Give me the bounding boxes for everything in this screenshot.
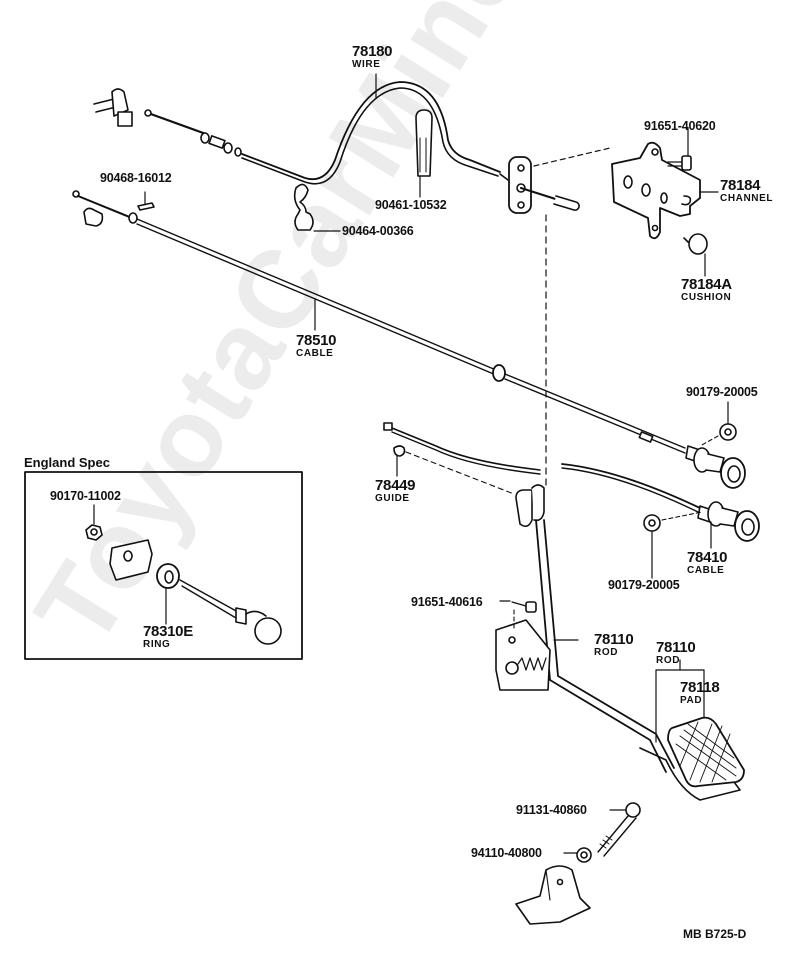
- callout-cable-lower: 78410 CABLE: [687, 549, 728, 576]
- part-number: 78310E: [143, 623, 193, 640]
- part-number: 78118: [680, 679, 720, 696]
- part-number: 78180: [352, 43, 393, 60]
- callout-rod-mid: 78110 ROD: [594, 631, 634, 658]
- channel-78184: [533, 127, 719, 240]
- part-name: RING: [143, 639, 171, 650]
- cushion-78184A: [683, 233, 708, 277]
- pad-78118: [639, 659, 745, 801]
- callout-ring: 78310E RING: [143, 624, 193, 650]
- callout-rod-right: 78110 ROD: [656, 639, 696, 666]
- guide-78449: [383, 422, 541, 495]
- part-name: ROD: [656, 655, 681, 666]
- partno-nut-stopper: 94110-40800: [471, 846, 542, 860]
- part-name: CABLE: [687, 565, 725, 576]
- callout-cable-main: 78510 CABLE: [296, 332, 337, 359]
- cable-78410: [561, 463, 760, 579]
- part-name: CUSHION: [681, 292, 732, 303]
- callout-cushion: 78184A CUSHION: [681, 277, 732, 303]
- callout-wire: 78180 WIRE: [352, 43, 393, 70]
- part-number: 78184: [720, 177, 761, 194]
- part-name: GUIDE: [375, 493, 410, 504]
- callout-guide: 78449 GUIDE: [375, 477, 416, 504]
- inset-box: [24, 471, 303, 660]
- partno-clip-wire: 90464-00366: [342, 224, 414, 238]
- wire-bracket: [499, 156, 580, 214]
- part-number: 78510: [296, 332, 337, 349]
- partno-bolt-stopper: 91131-40860: [516, 803, 587, 817]
- clip-90464: [293, 183, 341, 232]
- partno-nut-lower: 90179-20005: [608, 578, 680, 592]
- inset-title: England Spec: [24, 455, 110, 470]
- rod-78110: [495, 484, 675, 773]
- part-name: CHANNEL: [720, 193, 774, 204]
- clamp-90461: [415, 109, 433, 198]
- part-name: ROD: [594, 647, 619, 658]
- part-number: 78110: [656, 639, 696, 656]
- callout-channel: 78184 CHANNEL: [720, 178, 773, 204]
- partno-inset-nut: 90170-11002: [50, 489, 121, 503]
- partno-clip-top: 90468-16012: [100, 171, 172, 185]
- cable-78510: [72, 190, 746, 489]
- partno-nut-upper: 90179-20005: [686, 385, 758, 399]
- partno-bolt-bracket: 91651-40616: [411, 595, 483, 609]
- part-number: 78449: [375, 477, 416, 494]
- partno-clamp: 90461-10532: [375, 198, 447, 212]
- part-name: CABLE: [296, 348, 334, 359]
- diagram-reference: MB B725-D: [683, 927, 747, 941]
- part-number: 78110: [594, 631, 634, 648]
- clip-90468: [137, 191, 155, 211]
- callout-pad: 78118 PAD: [680, 679, 720, 706]
- part-number: 78410: [687, 549, 728, 566]
- wire-78180: [93, 73, 501, 185]
- part-name: PAD: [680, 695, 703, 706]
- part-number: 78184A: [681, 276, 732, 293]
- part-name: WIRE: [352, 59, 381, 70]
- stopper-assembly: [515, 802, 641, 925]
- partno-bolt-channel: 91651-40620: [644, 119, 716, 133]
